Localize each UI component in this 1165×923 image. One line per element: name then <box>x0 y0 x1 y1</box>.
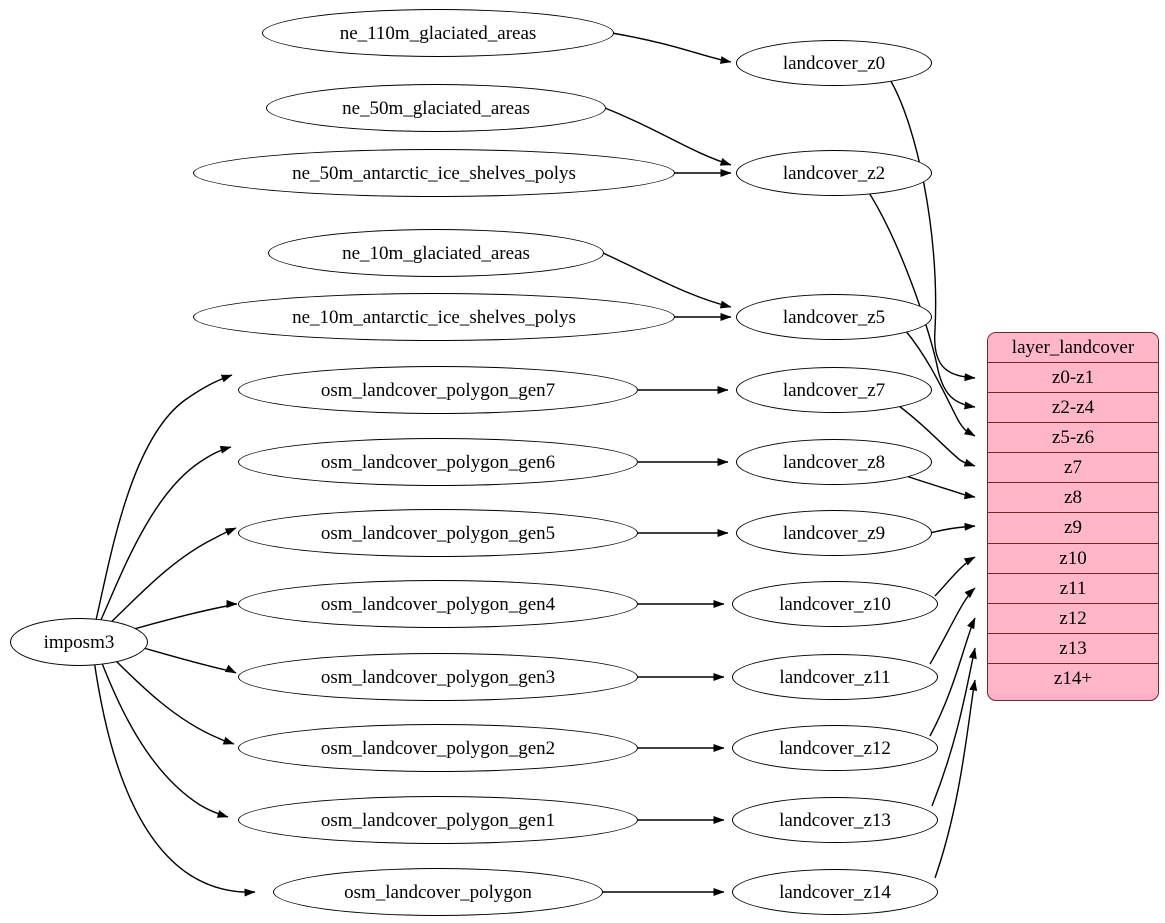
node-osm-landcover-polygon-gen4[interactable]: osm_landcover_polygon_gen4 <box>238 580 638 628</box>
edge-z8-to-row-z8 <box>899 473 976 500</box>
node-landcover-z12[interactable]: landcover_z12 <box>732 725 938 771</box>
node-label: landcover_z12 <box>779 737 891 759</box>
node-osm-landcover-polygon-gen3[interactable]: osm_landcover_polygon_gen3 <box>238 653 638 701</box>
table-row-label: z12 <box>1059 607 1087 629</box>
node-imposm3[interactable]: imposm3 <box>10 618 148 666</box>
node-label: osm_landcover_polygon_gen3 <box>320 666 556 688</box>
node-label: landcover_z10 <box>779 593 891 615</box>
table-row-z9[interactable]: z9 <box>988 513 1158 544</box>
node-ne-110m-glaciated-areas[interactable]: ne_110m_glaciated_areas <box>262 9 614 57</box>
edge-ne50glac-to-z2 <box>604 107 732 166</box>
edge-ne10glac-to-z5 <box>602 252 732 309</box>
table-row-z5-z6[interactable]: z5-z6 <box>988 423 1158 453</box>
table-row-label: z14+ <box>1053 668 1093 689</box>
node-label: osm_landcover_polygon <box>344 881 532 903</box>
table-header-layer-landcover: layer_landcover <box>988 333 1158 363</box>
table-row-z12[interactable]: z12 <box>988 604 1158 634</box>
table-row-label: z2-z4 <box>1051 396 1095 418</box>
node-label: osm_landcover_polygon_gen1 <box>320 809 556 831</box>
edge-imposm3-to-gen5 <box>107 527 237 626</box>
edge-z9-to-row-z9 <box>929 522 976 534</box>
node-label: osm_landcover_polygon_gen6 <box>320 451 556 473</box>
node-ne-10m-antarctic-ice-shelves-polys[interactable]: ne_10m_antarctic_ice_shelves_polys <box>193 293 675 341</box>
table-row-label: z0-z1 <box>1051 366 1095 388</box>
table-row-label: z10 <box>1059 547 1087 569</box>
edge-imposm3-to-gen7 <box>95 374 233 621</box>
edge-imposm3-to-gen4 <box>129 600 238 631</box>
table-row-z14-plus[interactable]: z14+ <box>988 664 1158 694</box>
node-ne-50m-antarctic-ice-shelves-polys[interactable]: ne_50m_antarctic_ice_shelves_polys <box>193 149 675 197</box>
node-label: landcover_z8 <box>782 451 886 473</box>
node-osm-landcover-polygon-gen7[interactable]: osm_landcover_polygon_gen7 <box>238 366 638 414</box>
edge-z11-to-row-z11 <box>929 587 976 665</box>
node-label: landcover_z14 <box>779 881 891 903</box>
node-label: ne_50m_glaciated_areas <box>342 97 530 119</box>
table-row-z8[interactable]: z8 <box>988 483 1158 513</box>
table-row-label: z9 <box>1064 517 1082 538</box>
node-landcover-z13[interactable]: landcover_z13 <box>732 797 938 843</box>
edge-z13-to-row-z13 <box>931 647 977 807</box>
edge-imposm3-to-gen6 <box>99 445 232 623</box>
node-label: ne_110m_glaciated_areas <box>339 22 537 44</box>
node-osm-landcover-polygon-gen5[interactable]: osm_landcover_polygon_gen5 <box>238 509 638 557</box>
edge-imposm3-to-polygon <box>93 659 256 897</box>
node-label: landcover_z9 <box>782 522 886 544</box>
node-landcover-z0[interactable]: landcover_z0 <box>736 40 932 86</box>
node-landcover-z8[interactable]: landcover_z8 <box>736 439 932 485</box>
node-label: ne_10m_glaciated_areas <box>342 242 530 264</box>
node-osm-landcover-polygon[interactable]: osm_landcover_polygon <box>273 868 603 916</box>
table-row-z2-z4[interactable]: z2-z4 <box>988 393 1158 423</box>
table-row-label: z7 <box>1064 456 1082 478</box>
table-row-z0-z1[interactable]: z0-z1 <box>988 363 1158 393</box>
node-landcover-z9[interactable]: landcover_z9 <box>736 510 932 556</box>
table-header-label: layer_landcover <box>1011 336 1135 358</box>
table-row-label: z11 <box>1059 577 1087 599</box>
edge-imposm3-to-gen3 <box>132 644 237 674</box>
edge-z10-to-row-z10 <box>934 556 976 597</box>
node-landcover-z2[interactable]: landcover_z2 <box>736 150 932 196</box>
table-row-label: z5-z6 <box>1051 426 1095 448</box>
node-label: osm_landcover_polygon_gen2 <box>320 737 556 759</box>
table-row-z7[interactable]: z7 <box>988 453 1158 483</box>
edge-imposm3-to-gen2 <box>109 654 235 745</box>
edge-imposm3-to-gen1 <box>99 657 229 818</box>
node-ne-50m-glaciated-areas[interactable]: ne_50m_glaciated_areas <box>266 84 606 132</box>
node-label: landcover_z13 <box>779 809 891 831</box>
table-row-z13[interactable]: z13 <box>988 634 1158 664</box>
node-landcover-z11[interactable]: landcover_z11 <box>732 654 938 700</box>
node-landcover-z14[interactable]: landcover_z14 <box>732 869 938 915</box>
node-label: imposm3 <box>43 631 115 653</box>
node-label: ne_10m_antarctic_ice_shelves_polys <box>292 306 576 328</box>
node-landcover-z10[interactable]: landcover_z10 <box>732 581 938 627</box>
table-row-label: z13 <box>1059 637 1087 659</box>
edge-z14-to-row-z14plus <box>934 679 978 879</box>
node-osm-landcover-polygon-gen1[interactable]: osm_landcover_polygon_gen1 <box>238 796 638 844</box>
layer-landcover-table: layer_landcover z0-z1 z2-z4 z5-z6 z7 z8 … <box>987 332 1159 701</box>
node-label: ne_50m_antarctic_ice_shelves_polys <box>292 162 576 184</box>
node-label: landcover_z0 <box>782 52 886 74</box>
node-label: landcover_z5 <box>782 306 886 328</box>
table-row-z10[interactable]: z10 <box>988 544 1158 574</box>
node-label: landcover_z7 <box>782 379 886 401</box>
node-label: osm_landcover_polygon_gen7 <box>320 379 556 401</box>
node-label: osm_landcover_polygon_gen5 <box>320 522 556 544</box>
node-label: osm_landcover_polygon_gen4 <box>320 593 556 615</box>
node-landcover-z5[interactable]: landcover_z5 <box>736 294 932 340</box>
node-osm-landcover-polygon-gen2[interactable]: osm_landcover_polygon_gen2 <box>238 724 638 772</box>
table-row-label: z8 <box>1064 486 1082 508</box>
table-row-z11[interactable]: z11 <box>988 574 1158 604</box>
node-osm-landcover-polygon-gen6[interactable]: osm_landcover_polygon_gen6 <box>238 438 638 486</box>
node-label: landcover_z2 <box>782 162 886 184</box>
edge-ne110-to-z0 <box>611 32 732 64</box>
node-landcover-z7[interactable]: landcover_z7 <box>736 367 932 413</box>
node-label: landcover_z11 <box>779 666 891 688</box>
node-ne-10m-glaciated-areas[interactable]: ne_10m_glaciated_areas <box>268 229 604 277</box>
